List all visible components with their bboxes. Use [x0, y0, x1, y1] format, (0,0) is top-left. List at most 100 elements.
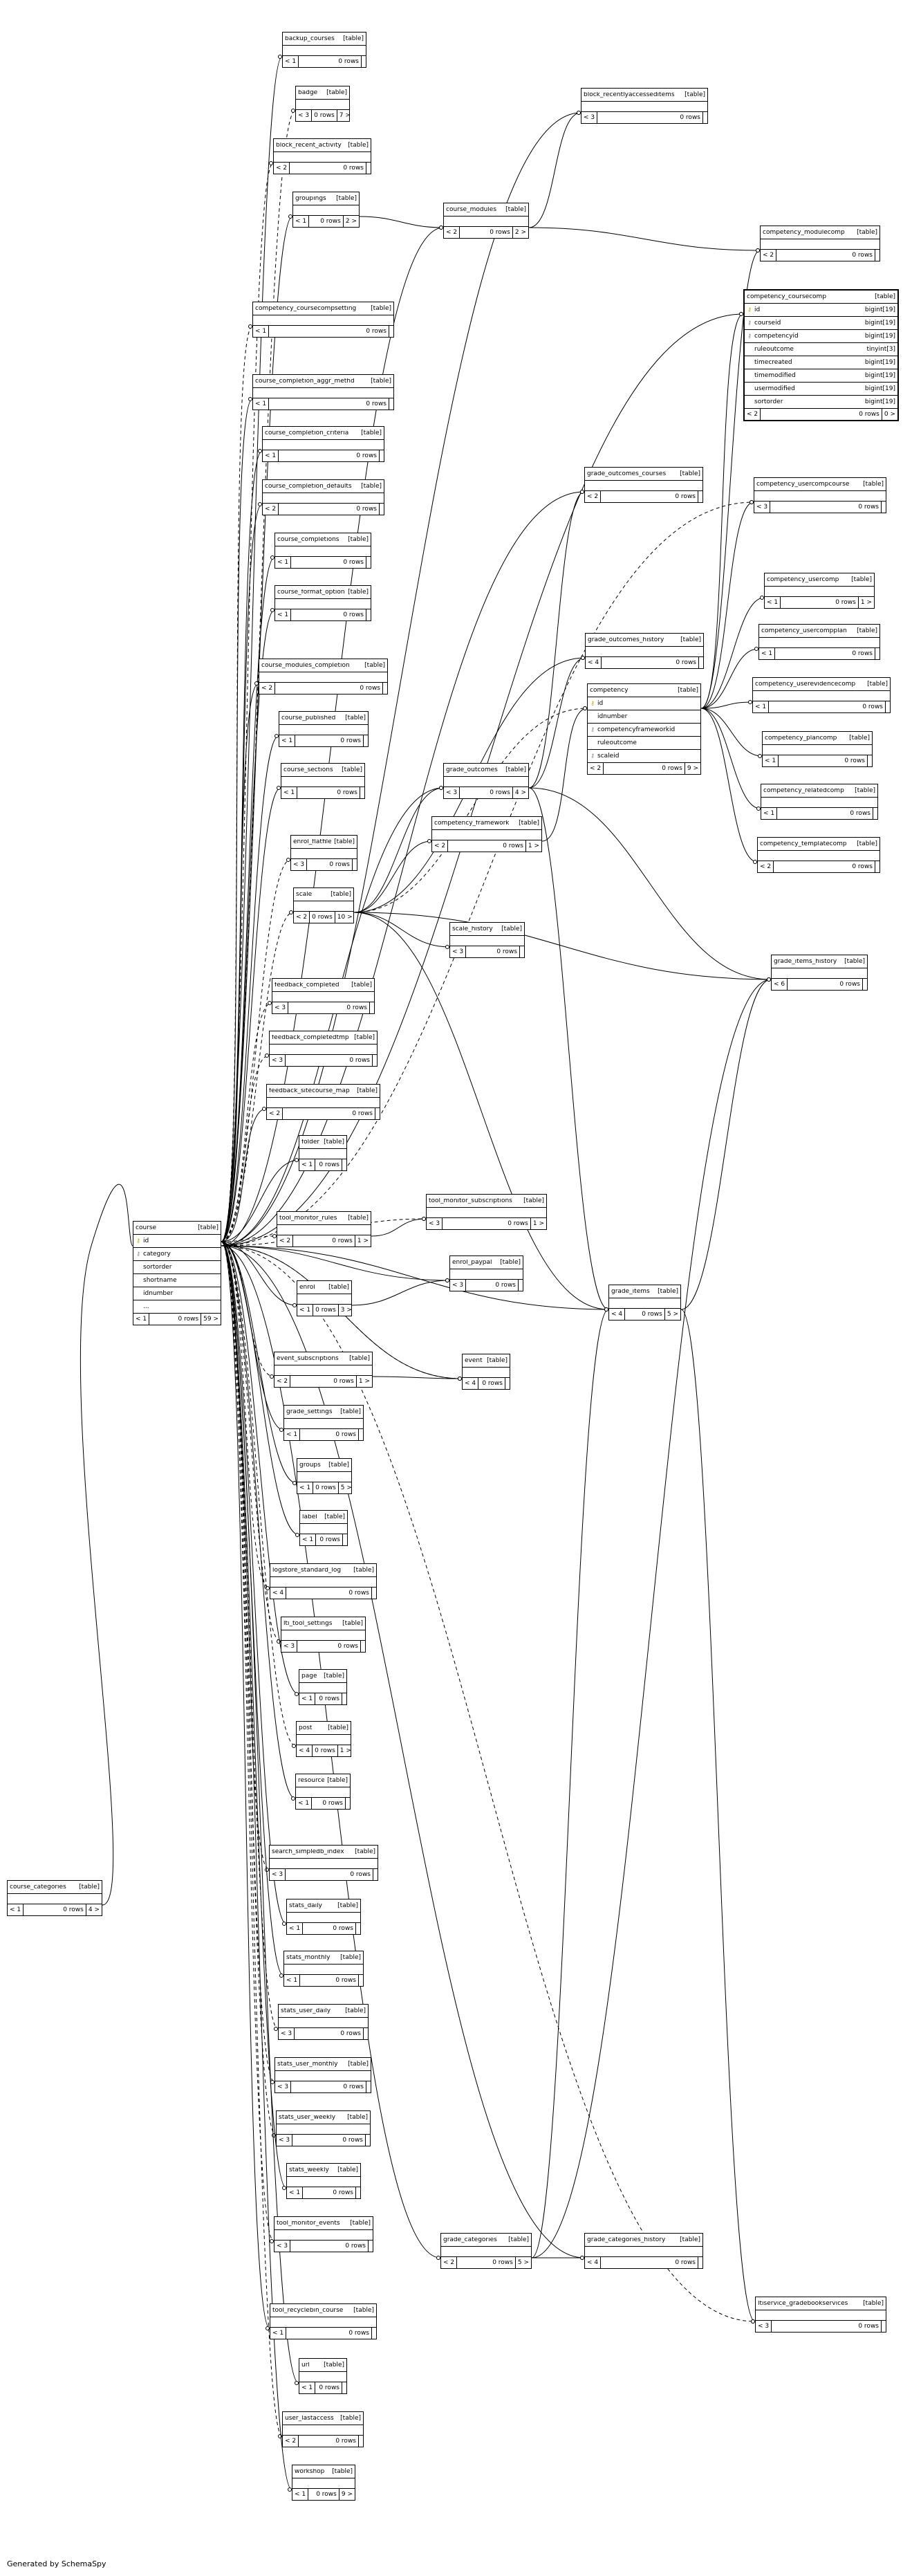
table-body	[293, 205, 359, 216]
row-count: 0 rows	[315, 1693, 342, 1704]
relationship-line	[541, 708, 588, 842]
relationship-line	[221, 502, 754, 1246]
relationship-line	[528, 787, 609, 1310]
table-header: ltiservice_gradebookservices[table]	[756, 2297, 886, 2310]
table-body	[267, 1098, 380, 1108]
table-type-label: [table]	[343, 35, 364, 42]
row-count: 0 rows	[601, 491, 698, 502]
table-name: scale	[296, 891, 313, 898]
crowfoot-marker	[270, 608, 274, 612]
relationship-line	[353, 787, 444, 913]
relationship-line	[221, 1245, 450, 1281]
table-header: badge[table]	[296, 86, 349, 100]
table-body	[253, 315, 393, 326]
crowfoot-marker	[758, 754, 762, 758]
crowfoot-marker	[767, 977, 771, 982]
parents-count: < 3	[275, 2081, 292, 2092]
children-count	[873, 808, 877, 819]
table-name: course_published	[281, 715, 336, 721]
relationship-line	[221, 1241, 287, 2189]
table-name: workshop	[295, 2468, 325, 2475]
relationship-line	[528, 227, 761, 251]
crowfoot-marker	[583, 706, 587, 710]
table-header: course_categories[table]	[8, 1881, 102, 1894]
parents-count: < 3	[296, 110, 313, 121]
row-count: 0 rows	[770, 502, 882, 513]
table-body	[275, 546, 371, 557]
relationship-line	[221, 112, 581, 1246]
